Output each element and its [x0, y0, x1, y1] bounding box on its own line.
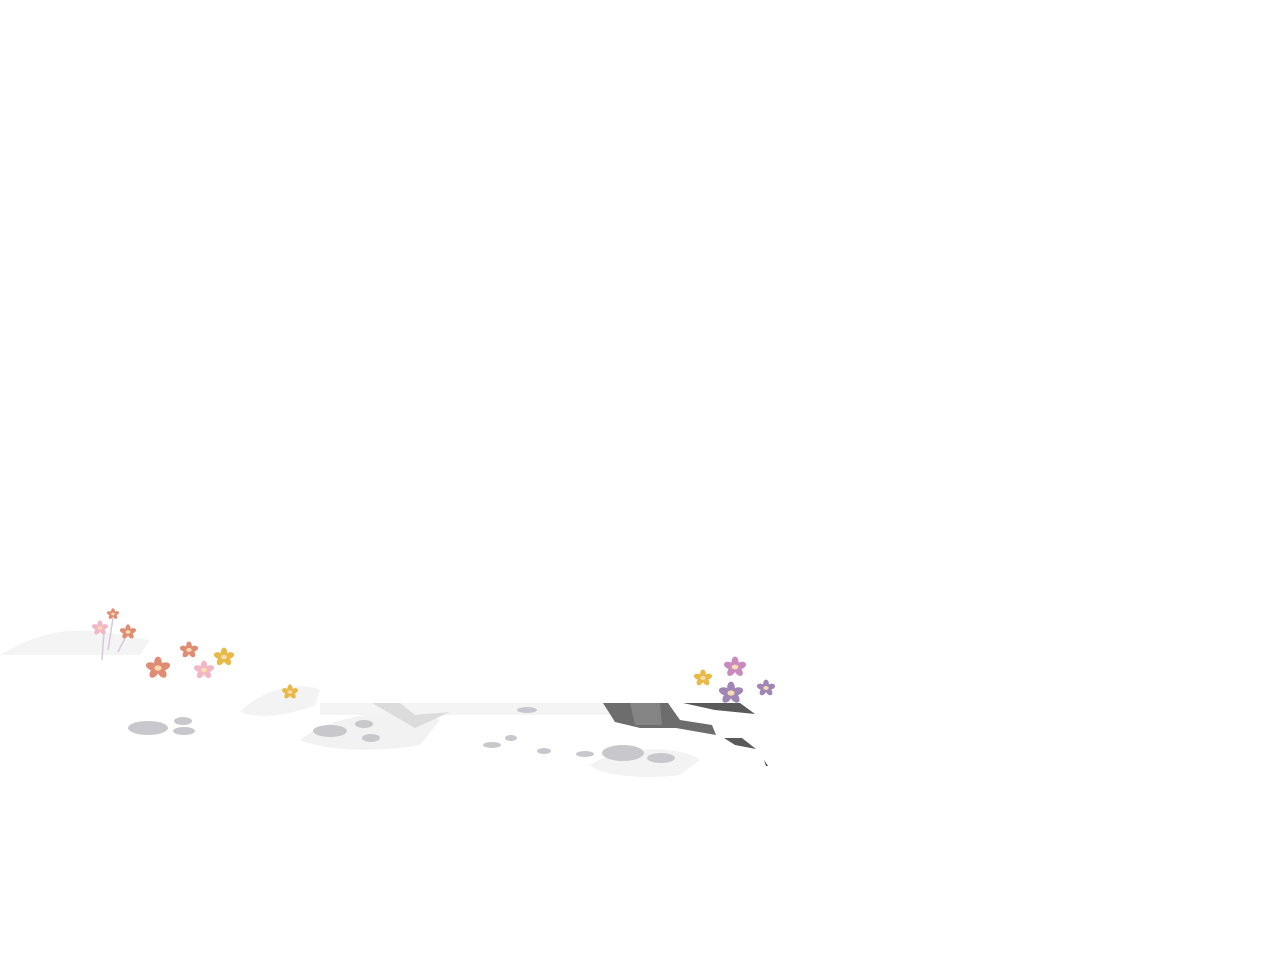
rock	[505, 735, 517, 741]
rock	[517, 707, 537, 713]
flower	[179, 641, 199, 658]
rock	[173, 727, 195, 735]
rock	[602, 745, 644, 761]
rock	[537, 748, 551, 754]
flower	[213, 647, 235, 666]
flower-center	[727, 690, 735, 696]
flower-center	[700, 676, 706, 680]
cliffs	[372, 703, 768, 766]
flower-center	[221, 654, 227, 660]
flower-stems	[101, 617, 127, 661]
rock	[362, 734, 380, 742]
rock	[128, 721, 168, 735]
flower-center	[201, 667, 207, 673]
flower-center	[731, 664, 739, 670]
rock	[355, 720, 373, 728]
flower	[106, 608, 120, 619]
cliff-shadow	[683, 703, 755, 714]
flower	[756, 679, 776, 696]
snow-ground	[0, 630, 700, 777]
snow-drift	[240, 686, 320, 716]
flower-center	[763, 686, 769, 690]
flower	[723, 656, 747, 676]
flower	[119, 624, 137, 639]
flower	[193, 660, 215, 679]
stem	[107, 617, 114, 651]
flower	[693, 669, 713, 686]
rock	[483, 742, 501, 748]
flower	[91, 620, 109, 635]
snow-drift	[0, 630, 150, 655]
flower	[281, 684, 299, 699]
flower	[718, 681, 744, 703]
flower-center	[97, 626, 103, 630]
stem	[117, 635, 127, 653]
flower-center	[186, 648, 192, 652]
flower-center	[111, 612, 115, 616]
flower-center	[287, 690, 293, 694]
rock-edge	[372, 703, 450, 728]
cliff-shadow	[724, 738, 756, 749]
rocks	[128, 707, 675, 763]
stem	[101, 631, 105, 661]
flower-center	[154, 665, 162, 671]
cliff-highlight	[630, 703, 662, 725]
rock	[174, 717, 192, 725]
flower	[145, 656, 171, 678]
rock	[647, 753, 675, 763]
cliff-shadow	[764, 760, 768, 766]
flower-center	[125, 630, 131, 634]
rock	[576, 751, 594, 757]
rock	[313, 725, 347, 737]
flowers	[91, 608, 776, 703]
